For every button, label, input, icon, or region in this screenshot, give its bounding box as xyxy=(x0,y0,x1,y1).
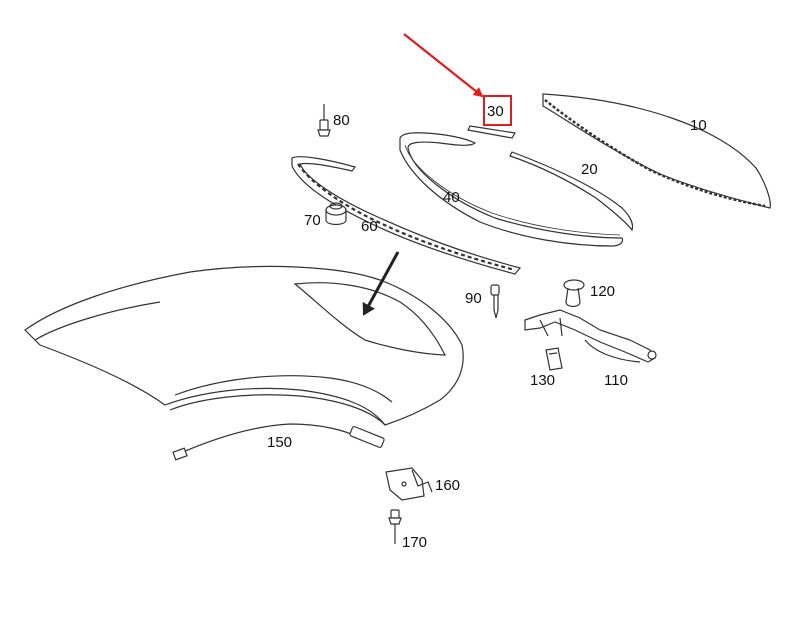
label-10: 10 xyxy=(690,117,707,134)
label-80: 80 xyxy=(333,112,350,129)
label-90: 90 xyxy=(465,290,482,307)
part-30-seal-strip xyxy=(467,125,516,139)
highlight-box-30 xyxy=(483,95,512,126)
label-150: 150 xyxy=(267,434,293,451)
part-120-buffer xyxy=(563,279,585,308)
part-10-rear-window xyxy=(542,93,771,209)
part-90-screw xyxy=(490,284,500,319)
label-20: 20 xyxy=(581,161,598,178)
part-150-lid-cover xyxy=(24,265,464,426)
part-150-cable xyxy=(172,423,385,461)
part-40-frame-seal xyxy=(399,132,624,247)
label-130: 130 xyxy=(530,372,556,389)
assembly-arrow xyxy=(362,251,400,316)
highlight-arrow xyxy=(403,33,484,98)
label-40: 40 xyxy=(443,189,460,206)
part-160-latch xyxy=(385,467,433,501)
label-110: 110 xyxy=(604,372,628,389)
part-110-hinge-bracket xyxy=(524,309,657,363)
label-170: 170 xyxy=(402,534,428,551)
label-30: 30 xyxy=(487,103,504,120)
label-70: 70 xyxy=(304,212,321,229)
part-70-buffer xyxy=(325,202,347,226)
part-80-bolt xyxy=(317,104,331,137)
part-60-seal-strip xyxy=(291,156,522,275)
label-60: 60 xyxy=(361,218,378,235)
part-130-clip xyxy=(545,347,563,371)
part-20-seal-strip xyxy=(509,151,634,232)
label-160: 160 xyxy=(435,477,461,494)
part-170-bolt xyxy=(388,509,402,544)
label-120: 120 xyxy=(590,283,616,300)
